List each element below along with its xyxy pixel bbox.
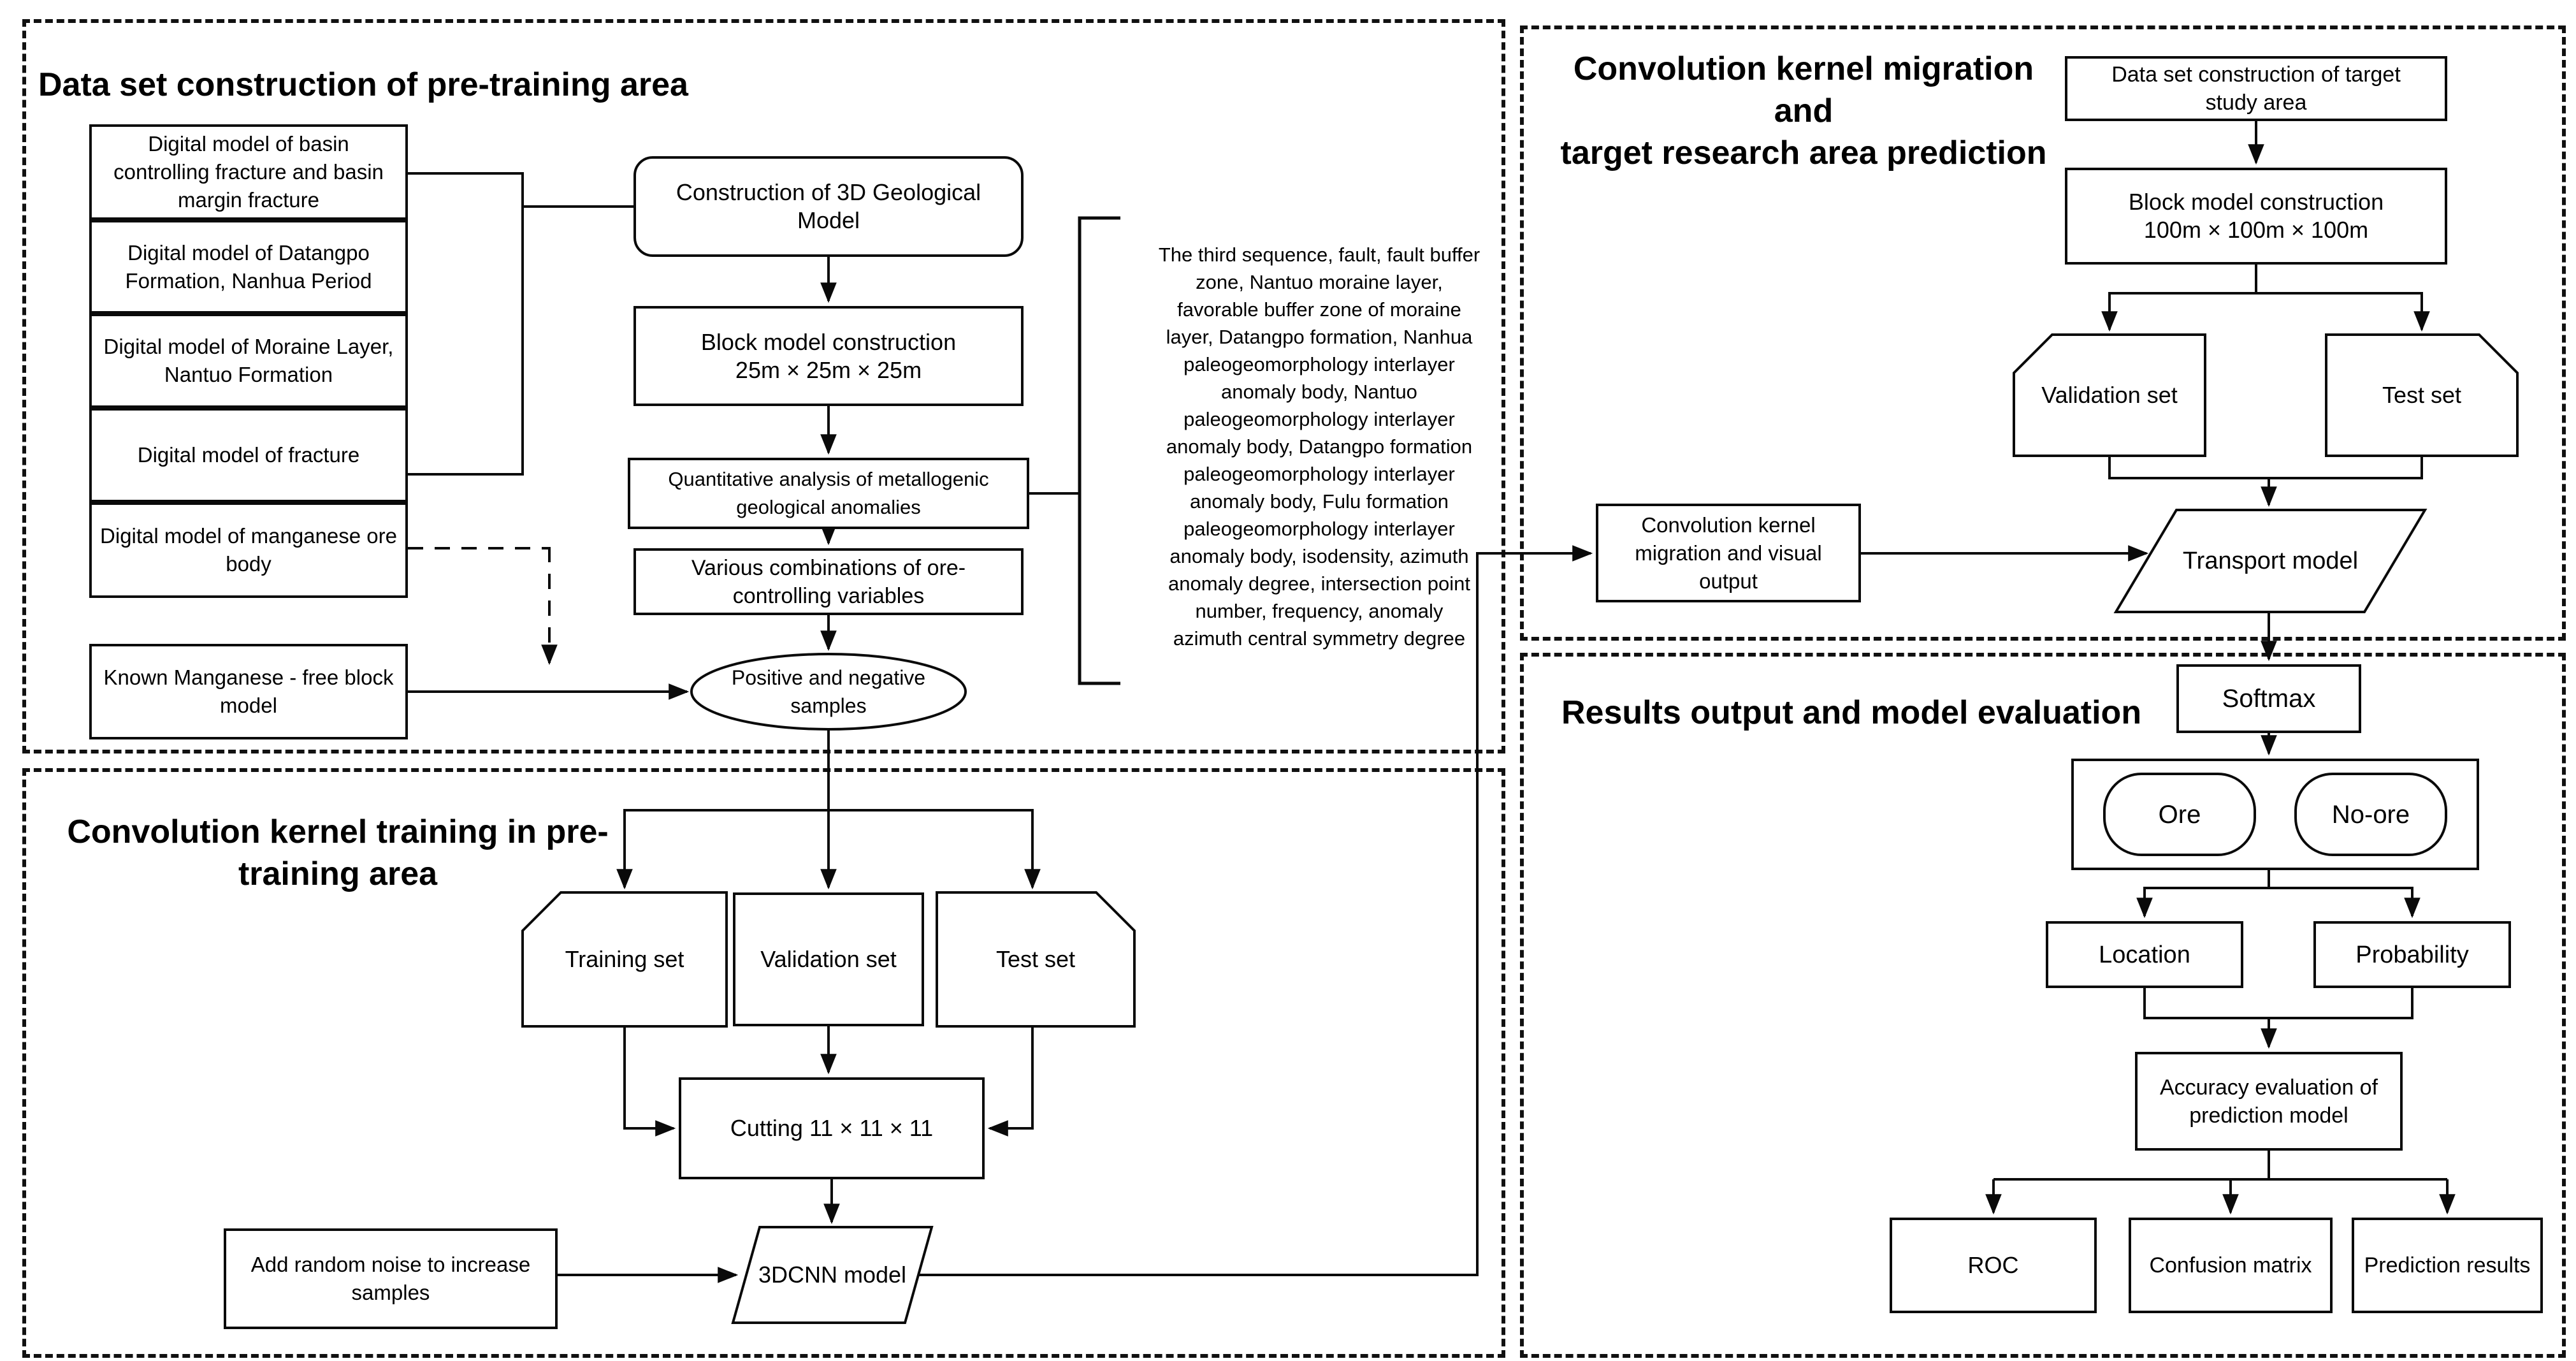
- node-accuracy-evaluation: Accuracy evaluation of prediction model: [2135, 1052, 2403, 1151]
- training-set-shape: [521, 891, 728, 1028]
- node-known-manganese: Known Manganese - free block model: [89, 644, 408, 739]
- node-block-model-25: Block model construction 25m × 25m × 25m: [633, 306, 1024, 406]
- node-target-dataset: Data set construction of target study ar…: [2065, 56, 2447, 121]
- node-cutting: Cutting 11 × 11 × 11: [679, 1077, 985, 1179]
- node-block-model-100: Block model construction 100m × 100m × 1…: [2065, 168, 2447, 265]
- section-title-results-evaluation: Results output and model evaluation: [1561, 694, 2142, 731]
- arrow-cnn-to-migration: [918, 545, 1593, 1276]
- node-test-set-pretrain: Test set: [995, 946, 1076, 972]
- node-test-set-target: Test set: [2382, 382, 2462, 408]
- node-positive-negative-samples: Positive and negative samples: [731, 666, 926, 717]
- node-training-set: Training set: [565, 946, 684, 972]
- section-results-evaluation: [1520, 653, 2566, 1358]
- node-add-random-noise: Add random noise to increase samples: [224, 1228, 558, 1329]
- node-softmax: Softmax: [2176, 664, 2361, 733]
- arrow-test-to-cutting: [987, 1026, 1034, 1137]
- section-title-kernel-migration: Convolution kernel migration and target …: [1560, 50, 2047, 171]
- section-kernel-migration: [1520, 25, 2566, 641]
- node-manganese-model: Digital model of manganese ore body: [89, 502, 408, 598]
- section-title-kernel-training: Convolution kernel training in pre- trai…: [67, 813, 609, 892]
- node-ore-controlling-variables: Various combinations of ore- controlling…: [633, 548, 1024, 615]
- node-fracture-model: Digital model of fracture: [89, 408, 408, 502]
- node-roc: ROC: [1890, 1218, 2097, 1313]
- node-quantitative-analysis: Quantitative analysis of metallogenic ge…: [628, 458, 1029, 529]
- node-confusion-matrix: Confusion matrix: [2129, 1218, 2333, 1313]
- node-validation-set-pretrain: Validation set: [733, 892, 924, 1026]
- section-kernel-training: [22, 768, 1505, 1358]
- node-location: Location: [2046, 921, 2243, 988]
- node-kernel-migration-output: Convolution kernel migration and visual …: [1596, 504, 1861, 602]
- node-3dcnn-model: 3DCNN model: [758, 1262, 907, 1288]
- validation-set-target-shape: [2013, 333, 2206, 457]
- node-datangpo-model: Digital model of Datangpo Formation, Nan…: [89, 220, 408, 314]
- node-probability: Probability: [2313, 921, 2511, 988]
- node-transport-model: Transport model: [2182, 548, 2359, 574]
- test-set-pre-shape: [936, 891, 1136, 1028]
- node-validation-set-target: Validation set: [2041, 382, 2178, 408]
- node-construction-3d: Construction of 3D Geological Model: [633, 156, 1024, 257]
- node-moraine-model: Digital model of Moraine Layer, Nantuo F…: [89, 314, 408, 408]
- transport-parallelogram-shape: [2113, 509, 2428, 613]
- cnn-parallelogram-shape: [731, 1226, 934, 1324]
- node-basin-model: Digital model of basin controlling fract…: [89, 124, 408, 220]
- arrow-training-to-cutting: [623, 1026, 676, 1137]
- anomaly-list-bracket: [1078, 216, 1120, 685]
- node-prediction-results: Prediction results: [2352, 1218, 2543, 1313]
- node-no-ore: No-ore: [2294, 773, 2447, 856]
- node-ore: Ore: [2103, 773, 2256, 856]
- section-title-pretraining-data: Data set construction of pre-training ar…: [38, 66, 688, 103]
- section-pretraining-data: [22, 19, 1505, 753]
- test-set-target-shape: [2325, 333, 2519, 457]
- node-anomaly-factor-list: The third sequence, fault, fault buffer …: [1158, 244, 1480, 650]
